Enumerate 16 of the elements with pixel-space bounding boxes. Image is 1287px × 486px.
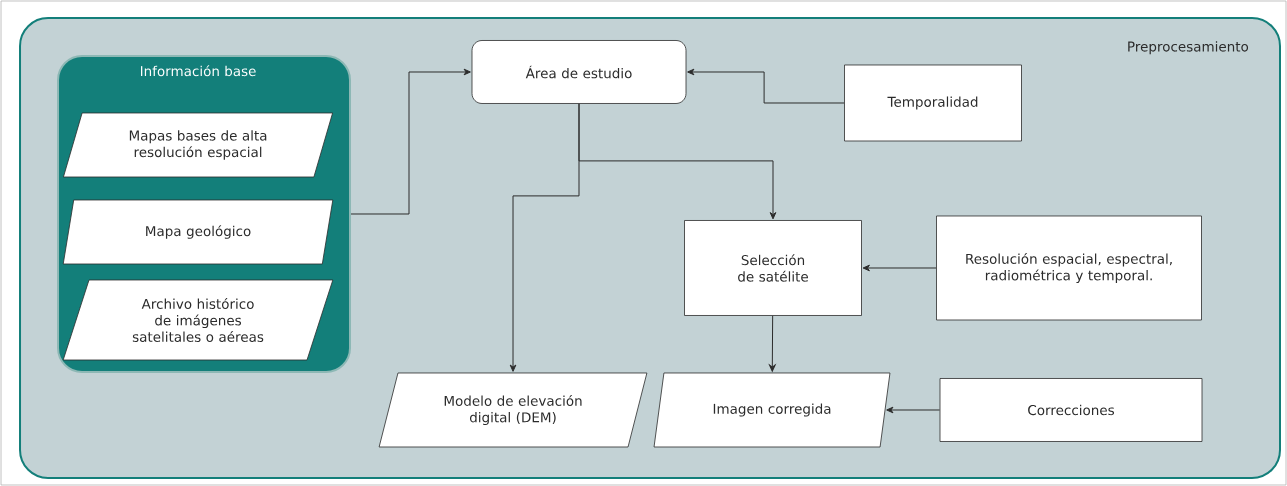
arrow [886, 406, 941, 414]
arrow [509, 103, 580, 372]
process-box: Área de estudio [471, 40, 687, 104]
process-box: Selección de satélite [684, 220, 862, 316]
data-parallelogram: Imagen corregida [653, 372, 891, 448]
process-box: Correcciones [939, 378, 1203, 442]
data-parallelogram: Mapas bases de alta resolución espacial [63, 112, 333, 178]
data-parallelogram: Modelo de elevación digital (DEM) [378, 372, 648, 448]
arrow [350, 68, 471, 215]
process-box: Resolución espacial, espectral, radiométrica y temporal. [936, 215, 1202, 321]
arrow [862, 264, 937, 272]
data-parallelogram: Mapa geológico [62, 199, 334, 265]
arrow [769, 315, 776, 372]
data-parallelogram: Archivo histórico de imágenes satelitales o aéreas [62, 279, 334, 361]
process-box: Temporalidad [844, 64, 1022, 142]
arrow [687, 68, 845, 104]
